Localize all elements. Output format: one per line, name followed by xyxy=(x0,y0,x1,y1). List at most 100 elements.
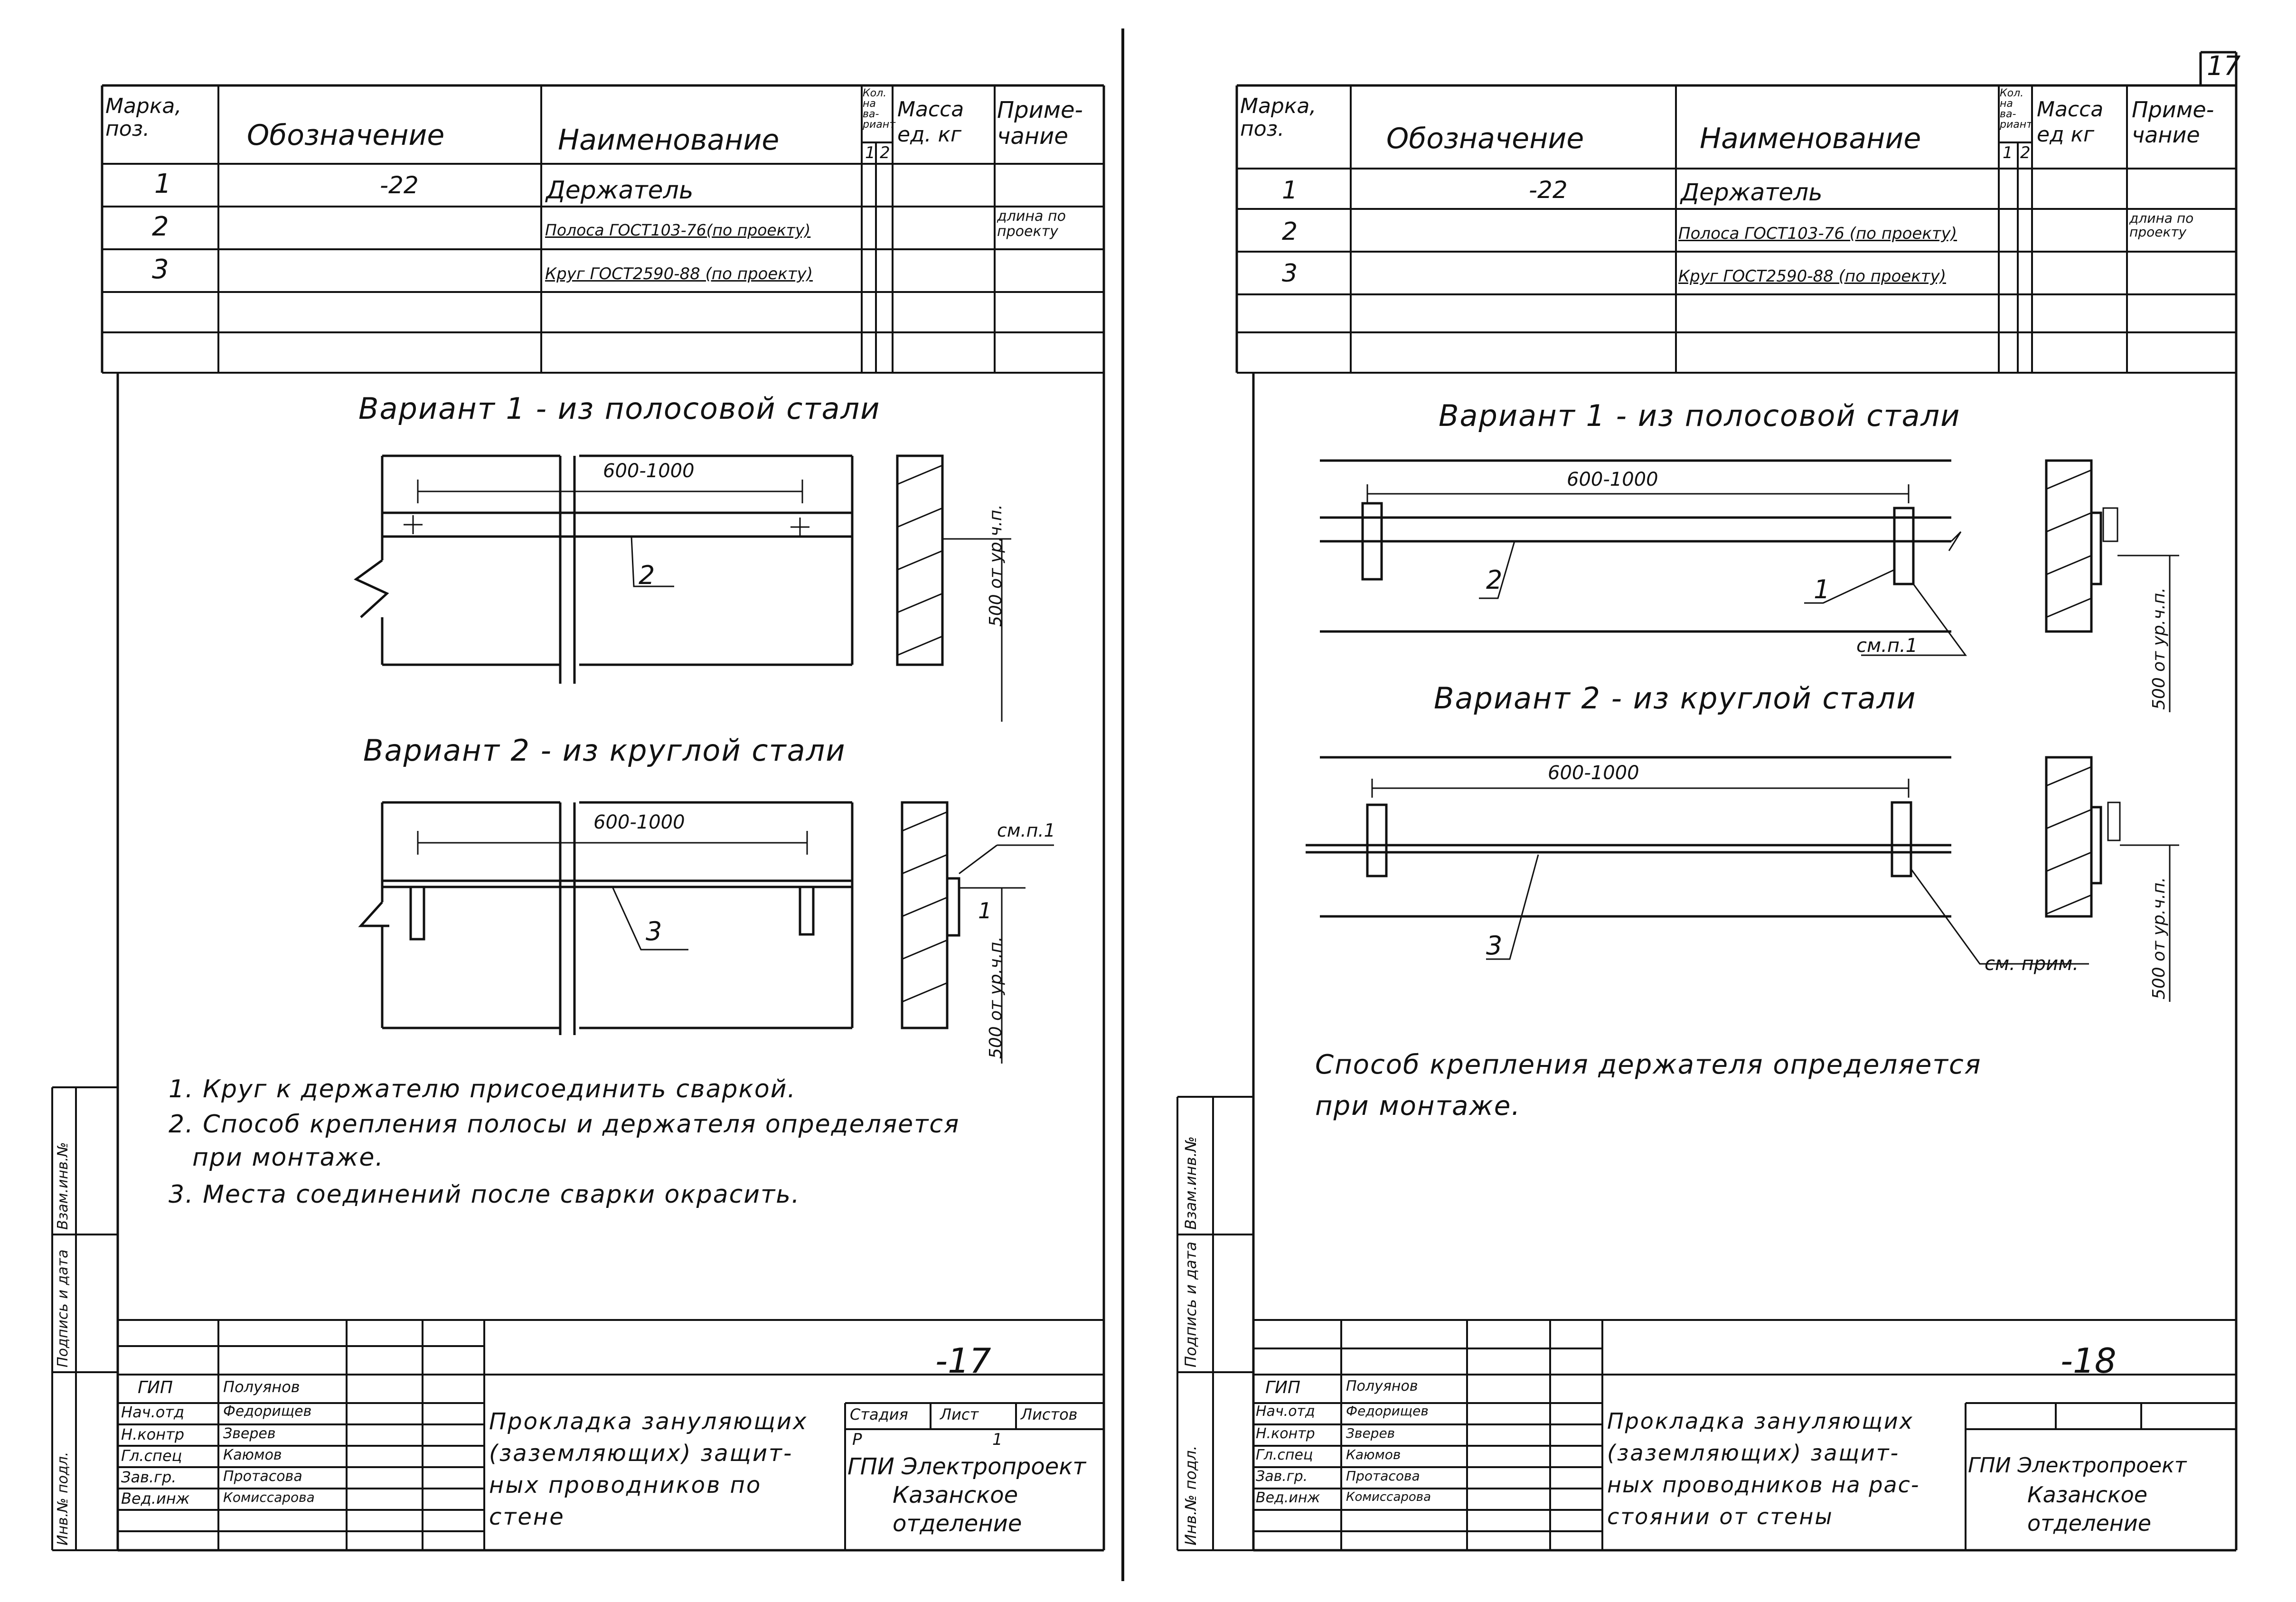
left-sig-role-5: Зав.гр. xyxy=(121,1468,177,1486)
left-stamp-sign: Подпись и дата xyxy=(55,1249,71,1368)
left-side-stamp-grid xyxy=(51,1086,118,1551)
right-title-line3: ных проводников на рас- xyxy=(1607,1472,1920,1498)
right-sig-role-6: Вед.инж xyxy=(1256,1489,1320,1506)
left-row3-pos: 3 xyxy=(152,254,169,285)
left-row2-name: Полоса ГОСТ103-76(по проекту) xyxy=(545,221,811,239)
left-header-note: Приме- чание xyxy=(997,97,1083,150)
left-org-line3: отделение xyxy=(893,1510,1022,1537)
left-note-1: 1. Круг к держателю присоединить сваркой… xyxy=(169,1075,796,1103)
left-note-3: 3. Места соединений после сварки окрасит… xyxy=(169,1180,800,1209)
right-sig-name-1: Полуянов xyxy=(1346,1378,1418,1395)
left-title-line2: (заземляющих) защит- xyxy=(489,1440,793,1467)
left-row2-note: длина по проекту xyxy=(997,208,1066,240)
right-header-qty: Кол. на ва- риант xyxy=(2000,87,2033,131)
right-variant1-drawing xyxy=(1320,459,2179,712)
left-title-line4: стене xyxy=(489,1504,565,1530)
left-variant2-title: Вариант 2 - из круглой стали xyxy=(363,733,846,768)
right-header-mass: Масса ед кг xyxy=(2037,97,2104,147)
right-org-line3: отделение xyxy=(2027,1510,2152,1536)
right-sig-name-4: Каюмов xyxy=(1346,1447,1401,1462)
left-variant1-title: Вариант 1 - из полосовой стали xyxy=(358,391,881,426)
left-row1-name: Держатель xyxy=(546,176,694,205)
right-title-line4: стоянии от стены xyxy=(1607,1504,1834,1529)
left-org-line2: Казанское xyxy=(893,1482,1018,1508)
left-sheets-label: Листов xyxy=(1021,1405,1078,1423)
right-sig-role-3: Н.контр xyxy=(1256,1425,1315,1442)
right-note-1: Способ крепления держателя определяется xyxy=(1315,1049,1982,1080)
left-sig-role-4: Гл.спец xyxy=(121,1447,182,1465)
right-side-stamp-grid xyxy=(1176,1096,1253,1551)
right-row1-designation: -22 xyxy=(1529,176,1568,204)
right-header-designation: Обозначение xyxy=(1386,122,1584,155)
left-row2-pos: 2 xyxy=(152,211,169,242)
left-sheet-value: 1 xyxy=(992,1430,1003,1449)
right-callout-3: 3 xyxy=(1486,931,1503,961)
left-header-designation: Обозначение xyxy=(247,119,445,152)
left-title-line3: ных проводников по xyxy=(489,1472,762,1498)
right-row2-note: длина по проекту xyxy=(2129,210,2194,240)
right-variant1-height-dim: 500 от ур.ч.п. xyxy=(2149,587,2169,710)
left-header-qty: Кол. на ва- риант xyxy=(863,87,895,131)
left-callout-2: 2 xyxy=(639,560,655,590)
left-stage-label: Стадия xyxy=(850,1405,908,1423)
right-row3-name: Круг ГОСТ2590-88 (по проекту) xyxy=(1678,267,1946,286)
right-title-line2: (заземляющих) защит- xyxy=(1607,1440,1900,1466)
right-variant2-drawing xyxy=(1306,756,2179,1002)
left-sig-role-3: Н.контр xyxy=(121,1425,185,1443)
right-callout-2: 2 xyxy=(1486,565,1503,595)
left-stage-value: Р xyxy=(852,1430,862,1449)
right-variant1-title: Вариант 1 - из полосовой стали xyxy=(1439,398,1961,433)
left-variant1-drawing xyxy=(354,454,1011,722)
right-stamp-sign: Подпись и дата xyxy=(1182,1241,1200,1367)
left-row1-pos: 1 xyxy=(154,169,171,199)
right-sig-role-5: Зав.гр. xyxy=(1256,1468,1308,1485)
left-sig-name-6: Комиссарова xyxy=(223,1489,315,1505)
right-sig-role-2: Нач.отд xyxy=(1256,1403,1315,1420)
left-note-2: 2. Способ крепления полосы и держателя о… xyxy=(169,1110,960,1139)
left-header-qty-v1: 1 xyxy=(865,143,875,162)
left-sig-name-1: Полуянов xyxy=(223,1378,300,1396)
right-stamp-inv: Инв.№ подл. xyxy=(1182,1445,1200,1545)
left-org-line1: ГПИ Электропроект xyxy=(847,1453,1086,1480)
left-sig-role-1: ГИП xyxy=(138,1378,173,1397)
right-variant2-height-dim: 500 от ур.ч.п. xyxy=(2149,877,2169,999)
left-sig-name-2: Федорищев xyxy=(223,1403,312,1420)
right-sig-role-4: Гл.спец xyxy=(1256,1447,1313,1463)
right-header-note: Приме- чание xyxy=(2132,97,2214,148)
left-title-block-grid xyxy=(118,1319,1104,1550)
right-sig-name-2: Федорищев xyxy=(1346,1403,1429,1419)
right-variant1-dim: 600-1000 xyxy=(1567,469,1658,490)
left-variant2-dim: 600-1000 xyxy=(593,811,685,833)
right-header-qty-v1: 1 xyxy=(2003,143,2013,162)
right-variant2-title: Вариант 2 - из круглой стали xyxy=(1434,681,1917,716)
left-title-line1: Прокладка зануляющих xyxy=(489,1408,808,1435)
right-org-line2: Казанское xyxy=(2027,1482,2148,1508)
left-sheet-code: -17 xyxy=(935,1341,991,1381)
right-title-line1: Прокладка зануляющих xyxy=(1607,1408,1914,1434)
right-org-line1: ГПИ Электропроект xyxy=(1968,1453,2187,1478)
left-header-mark: Марка, поз. xyxy=(105,94,182,141)
right-see-note: см.п.1 xyxy=(1856,635,1918,657)
right-row2-pos: 2 xyxy=(1282,217,1298,246)
left-sig-role-2: Нач.отд xyxy=(121,1403,185,1421)
right-sig-name-3: Зверев xyxy=(1346,1425,1395,1441)
right-sig-role-1: ГИП xyxy=(1265,1378,1301,1397)
left-variant1-height-dim: 500 от ур.ч.п. xyxy=(986,504,1006,627)
right-variant2-dim: 600-1000 xyxy=(1548,762,1639,784)
left-sig-name-4: Каюмов xyxy=(223,1447,282,1463)
left-callout-3: 3 xyxy=(646,916,662,946)
left-header-name: Наименование xyxy=(558,123,780,157)
right-row1-name: Держатель xyxy=(1681,179,1823,206)
right-sig-name-5: Протасова xyxy=(1346,1468,1420,1484)
right-header-qty-v2: 2 xyxy=(2020,143,2031,162)
right-note-1-cont: при монтаже. xyxy=(1315,1091,1521,1121)
right-see-note-2: см. прим. xyxy=(1985,953,2079,975)
right-spec-table-grid xyxy=(1237,85,2236,374)
left-see-note: см.п.1 xyxy=(997,820,1055,841)
left-sheet-frame xyxy=(101,84,1105,1552)
left-callout-1: 1 xyxy=(978,898,992,924)
left-variant2-drawing xyxy=(358,801,1054,1064)
left-header-qty-v2: 2 xyxy=(880,143,890,162)
